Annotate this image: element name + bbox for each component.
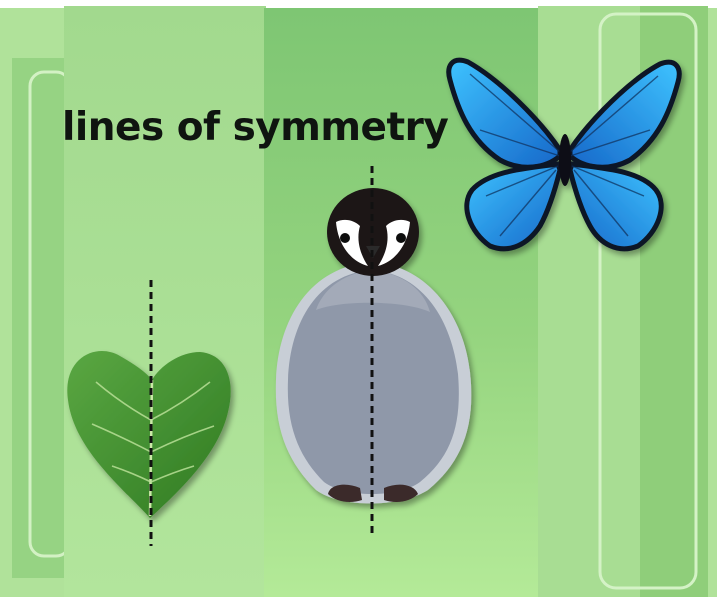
left-panel xyxy=(64,6,266,597)
bottom-strip xyxy=(0,597,717,611)
page-title: lines of symmetry xyxy=(62,108,448,147)
left-band xyxy=(12,58,68,578)
